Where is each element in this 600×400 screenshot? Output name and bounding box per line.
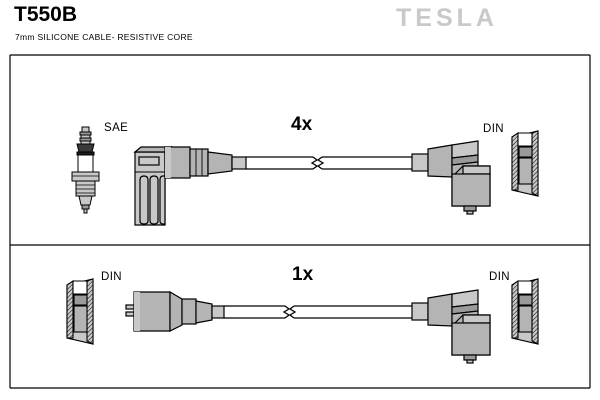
brand-logo-tesla: TESLA [396,4,498,32]
quantity-label-bottom: 1x [292,264,314,285]
distributor-boot-connector-bottom-right [411,289,491,364]
standard-label-din-bottom-right: DIN [489,271,511,283]
ignition-cable-bottom [224,305,412,319]
spark-plug-boot-connector-top-left [133,145,247,226]
part-description-text: 7mm SILICONE CABLE- RESISTIVE CORE [15,32,193,42]
distributor-boot-connector-top-right [411,140,491,215]
spark-plug-icon [71,126,100,214]
separator-rules [9,54,591,389]
din-socket-symbol-top-right [511,130,539,197]
din-socket-symbol-bottom-left [66,278,94,345]
cable-break-symbol-top [310,156,325,170]
part-number-heading: T550B [14,3,78,26]
quantity-label-top: 4x [291,114,313,135]
din-socket-symbol-bottom-right [511,278,539,345]
standard-label-din-bottom-left: DIN [101,271,123,283]
coil-connector-bottom-left [125,290,225,332]
cable-break-symbol-bottom [282,305,297,319]
ignition-cable-top [246,156,412,170]
standard-label-sae-top-left: SAE [104,122,129,134]
standard-label-din-top-right: DIN [483,123,505,135]
